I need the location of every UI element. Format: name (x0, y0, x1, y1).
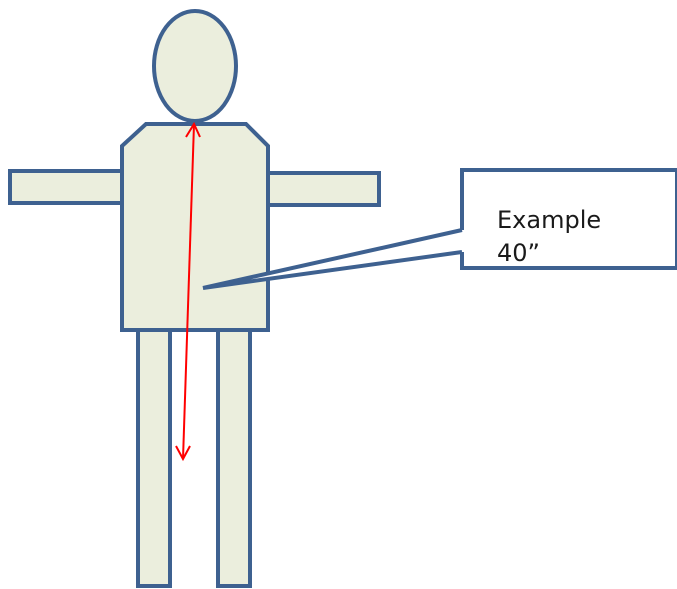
callout-line-1: Example (497, 206, 602, 234)
left-arm (8, 169, 126, 205)
right-leg (216, 328, 252, 588)
head (152, 9, 238, 123)
callout-pointer (202, 228, 463, 290)
measurement-arrow-head-bottom (175, 445, 191, 462)
measurement-arrow (175, 121, 201, 462)
torso (120, 122, 270, 332)
callout-box (460, 168, 677, 270)
left-leg (136, 328, 172, 588)
right-arm (264, 171, 381, 207)
measurement-arrow-line (182, 123, 195, 460)
callout-line-2: 40” (497, 239, 540, 267)
callout-label: Example 40” (497, 204, 601, 270)
measurement-arrow-head-top (185, 121, 201, 138)
